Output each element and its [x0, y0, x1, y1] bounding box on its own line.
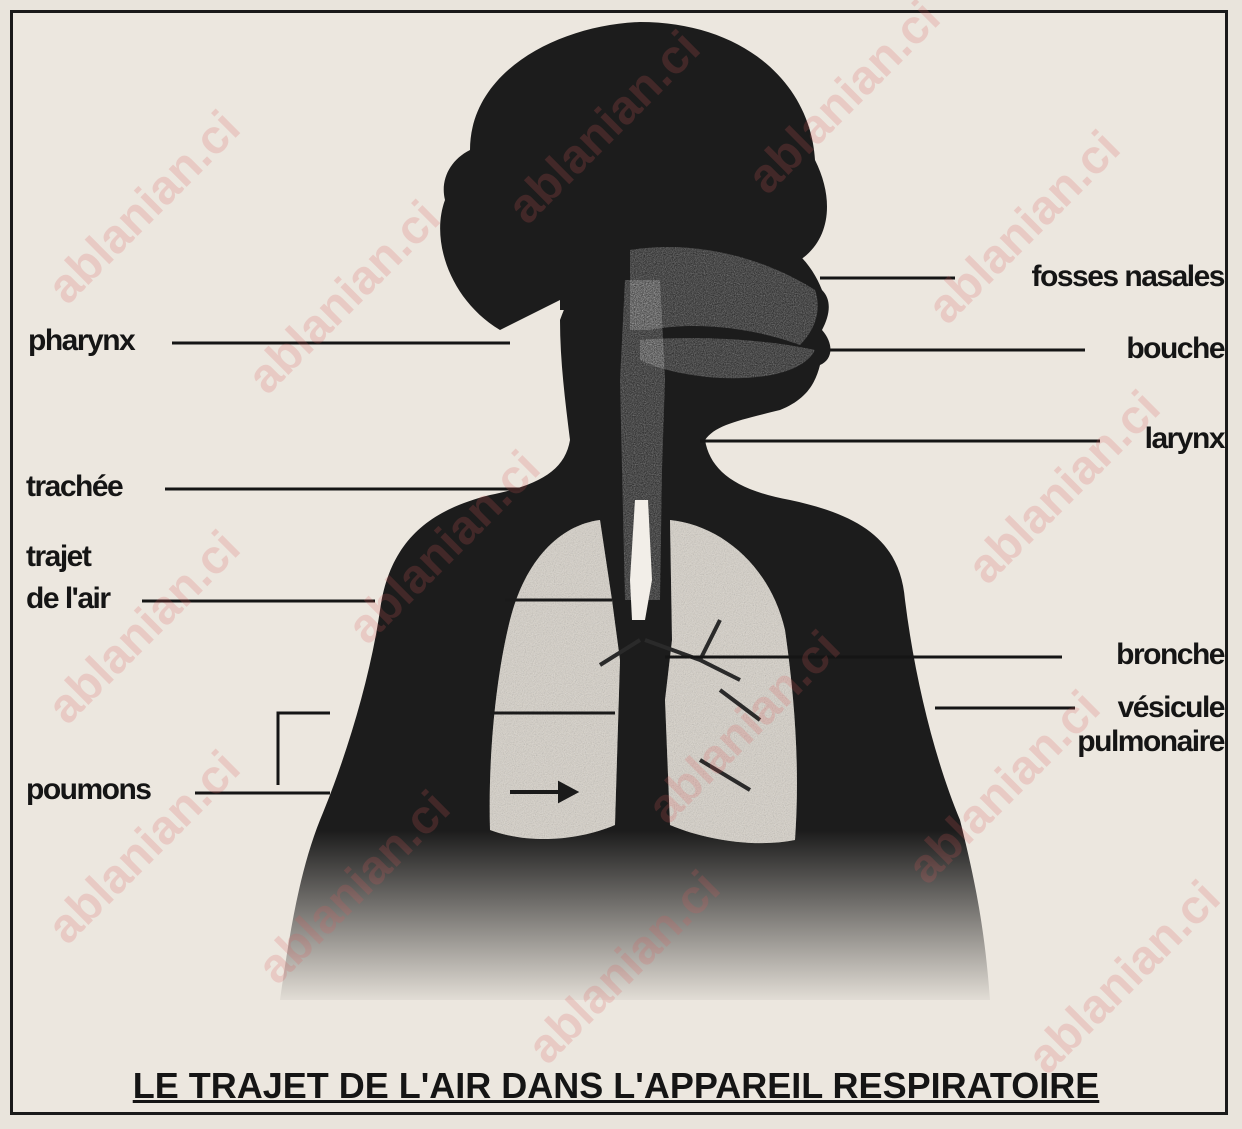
- label-pharynx: pharynx: [28, 326, 134, 356]
- label-fosses-nasales: fosses nasales: [1032, 262, 1224, 292]
- label-bouche: bouche: [1126, 334, 1224, 364]
- bracket-poumons: [278, 713, 330, 785]
- label-larynx: larynx: [1145, 424, 1224, 454]
- label-vesicule-line2: pulmonaire: [1077, 727, 1224, 757]
- label-poumons: poumons: [26, 775, 151, 805]
- label-bronche: bronche: [1116, 640, 1224, 670]
- label-trachee: trachée: [26, 472, 122, 502]
- label-trajet-line2: de l'air: [26, 584, 110, 614]
- label-trajet-line1: trajet: [26, 542, 90, 572]
- diagram-title: LE TRAJET DE L'AIR DANS L'APPAREIL RESPI…: [30, 1065, 1202, 1107]
- label-vesicule-line1: vésicule: [1118, 693, 1224, 723]
